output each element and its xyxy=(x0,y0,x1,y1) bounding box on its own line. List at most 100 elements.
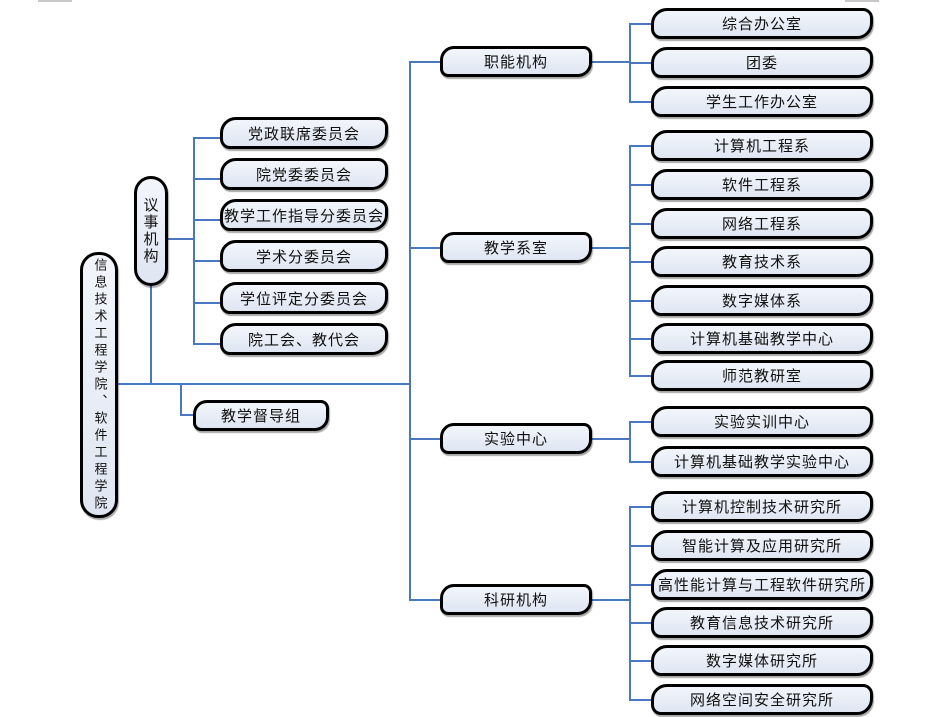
connector-root-deliberative xyxy=(150,284,152,384)
branch-child-node-label: 计算机控制技术研究所 xyxy=(681,498,842,516)
deliberative-child[interactable]: 学位评定分委员会 xyxy=(220,282,388,314)
branch-child-node-label: 计算机基础教学实验中心 xyxy=(673,453,850,471)
branch-child-node-label: 软件工程系 xyxy=(721,176,802,194)
connector-to-branch xyxy=(409,438,441,440)
deliberative-child[interactable]: 党政联席委员会 xyxy=(220,117,388,149)
deliberative-node[interactable]: 议事机构 xyxy=(134,176,168,286)
root-label: 信息技术工程学院、软件工程学院 xyxy=(91,257,107,513)
root-node[interactable]: 信息技术工程学院、软件工程学院 xyxy=(80,252,118,518)
connector-branch-child xyxy=(629,223,652,225)
branch-child-node[interactable]: 师范教研室 xyxy=(651,360,873,391)
branch-child-node-label: 智能计算及应用研究所 xyxy=(681,537,842,555)
connector-branch-bus xyxy=(592,438,630,440)
deliberative-child-label: 学位评定分委员会 xyxy=(239,289,368,308)
branch-child-node[interactable]: 数字媒体系 xyxy=(651,285,873,316)
branch-child-node-label: 教育技术系 xyxy=(721,253,802,271)
connector-deliberative-child xyxy=(193,302,221,304)
branch-child-node-label: 综合办公室 xyxy=(721,15,802,33)
connector-root-trunk xyxy=(118,383,410,385)
branch-node[interactable]: 教学系室 xyxy=(440,232,592,263)
supervision-label: 教学督导组 xyxy=(220,407,301,425)
deliberative-child[interactable]: 院工会、教代会 xyxy=(220,323,388,355)
connector-branch-vertical xyxy=(629,421,631,463)
connector-deliberative-child xyxy=(193,260,221,262)
page-edge-mark xyxy=(38,0,72,2)
connector-to-branch xyxy=(409,599,441,601)
connector-to-branch xyxy=(409,61,441,63)
connector-branch-child xyxy=(629,660,652,662)
branch-child-node[interactable]: 教育技术系 xyxy=(651,246,873,277)
connector-branch-child xyxy=(629,338,652,340)
branch-child-node[interactable]: 高性能计算与工程软件研究所 xyxy=(651,569,873,600)
branch-child-node[interactable]: 实验实训中心 xyxy=(651,406,873,437)
deliberative-child[interactable]: 院党委委员会 xyxy=(220,158,388,190)
branch-child-node[interactable]: 网络工程系 xyxy=(651,208,873,239)
branch-child-node[interactable]: 计算机基础教学中心 xyxy=(651,323,873,354)
branch-child-node-label: 网络工程系 xyxy=(721,215,802,233)
branch-child-node-label: 师范教研室 xyxy=(721,367,802,385)
connector-deliberative-child xyxy=(193,178,221,180)
supervision-node[interactable]: 教学督导组 xyxy=(193,400,329,431)
branch-child-node-label: 团委 xyxy=(745,54,778,72)
branch-child-node[interactable]: 计算机工程系 xyxy=(651,130,873,161)
connector-branch-child xyxy=(629,421,652,423)
connector-branch-bus xyxy=(592,247,630,249)
connector-branch-child xyxy=(629,506,652,508)
branch-node[interactable]: 科研机构 xyxy=(440,584,592,615)
branch-child-node[interactable]: 智能计算及应用研究所 xyxy=(651,530,873,561)
branch-child-node-label: 网络空间安全研究所 xyxy=(689,691,834,709)
connector-branch-child xyxy=(629,261,652,263)
branch-node-label: 教学系室 xyxy=(483,239,548,257)
deliberative-child[interactable]: 学术分委员会 xyxy=(220,240,388,272)
branch-child-node[interactable]: 学生工作办公室 xyxy=(651,86,873,117)
deliberative-child[interactable]: 教学工作指导分委员会 xyxy=(220,199,388,231)
branch-node[interactable]: 实验中心 xyxy=(440,423,592,454)
connector-branch-child xyxy=(629,184,652,186)
connector-deliberative-child xyxy=(193,137,221,139)
connector-branch-vertical xyxy=(629,145,631,377)
connector-to-branch xyxy=(409,247,441,249)
connector-deliberative-child xyxy=(193,219,221,221)
deliberative-child-label: 教学工作指导分委员会 xyxy=(223,206,384,225)
connector-branch-child xyxy=(629,375,652,377)
branch-node-label: 职能机构 xyxy=(483,53,548,71)
branch-child-node[interactable]: 教育信息技术研究所 xyxy=(651,607,873,638)
branch-child-node[interactable]: 网络空间安全研究所 xyxy=(651,684,873,715)
connector-main-vertical xyxy=(409,61,411,601)
branch-child-node-label: 学生工作办公室 xyxy=(705,93,818,111)
connector-branch-child xyxy=(629,584,652,586)
branch-child-node-label: 教育信息技术研究所 xyxy=(689,614,834,632)
connector-branch-child xyxy=(629,461,652,463)
branch-child-node[interactable]: 计算机基础教学实验中心 xyxy=(651,446,873,477)
connector-branch-child xyxy=(629,145,652,147)
connector-deliberative-vertical xyxy=(193,137,195,345)
branch-child-node[interactable]: 软件工程系 xyxy=(651,169,873,200)
connector-deliberative-bus xyxy=(166,238,194,240)
connector-branch-child xyxy=(629,23,652,25)
connector-branch-child xyxy=(629,62,652,64)
connector-branch-child xyxy=(629,101,652,103)
branch-child-node[interactable]: 数字媒体研究所 xyxy=(651,645,873,676)
branch-child-node[interactable]: 计算机控制技术研究所 xyxy=(651,491,873,522)
branch-child-node-label: 数字媒体系 xyxy=(721,292,802,310)
deliberative-label: 议事机构 xyxy=(141,197,160,265)
branch-child-node-label: 实验实训中心 xyxy=(713,413,810,431)
deliberative-child-label: 党政联席委员会 xyxy=(247,124,360,143)
connector-deliberative-child xyxy=(193,343,221,345)
connector-branch-child xyxy=(629,545,652,547)
connector-branch-bus xyxy=(592,61,630,63)
branch-child-node-label: 计算机基础教学中心 xyxy=(689,330,834,348)
branch-node-label: 科研机构 xyxy=(483,591,548,609)
connector-branch-bus xyxy=(592,599,630,601)
branch-node[interactable]: 职能机构 xyxy=(440,46,592,77)
connector-branch-vertical xyxy=(629,23,631,103)
branch-child-node[interactable]: 团委 xyxy=(651,47,873,78)
branch-child-node-label: 计算机工程系 xyxy=(713,137,810,155)
branch-child-node[interactable]: 综合办公室 xyxy=(651,8,873,39)
connector-branch-child xyxy=(629,622,652,624)
connector-root-supervision-h xyxy=(180,414,194,416)
connector-branch-vertical xyxy=(629,506,631,701)
deliberative-child-label: 院党委委员会 xyxy=(255,165,352,184)
page-edge-mark xyxy=(845,0,879,2)
